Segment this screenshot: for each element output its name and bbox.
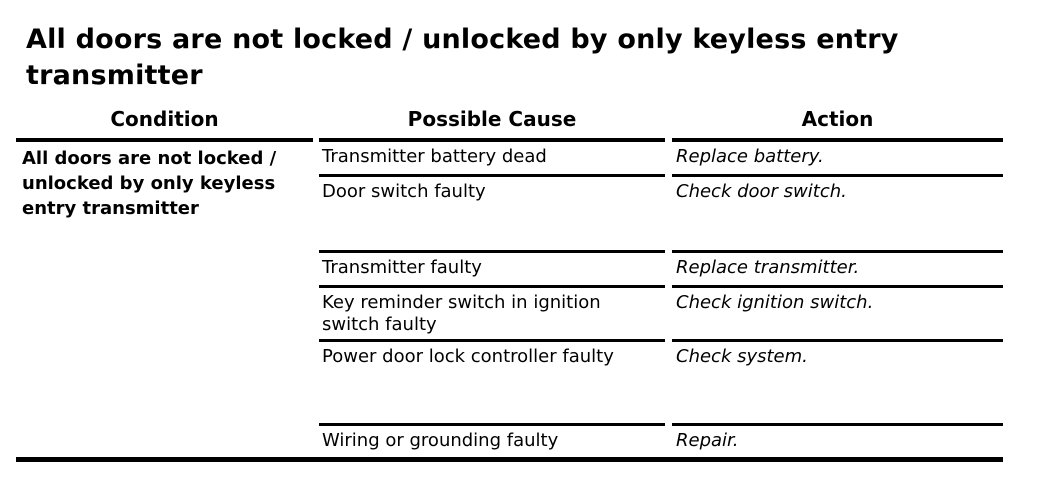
column-header-condition: Condition (16, 104, 313, 142)
action-cell: Check door switch. (672, 177, 1003, 253)
cause-cell: Transmitter faulty (319, 253, 665, 288)
action-cell: Replace transmitter. (672, 253, 1003, 288)
action-cell: Repair. (676, 430, 739, 451)
action-cell: Check ignition switch. (672, 288, 1003, 342)
cause-cell: Transmitter battery dead (319, 142, 665, 177)
column-header-possible-cause: Possible Cause (319, 104, 665, 142)
column-header-action: Action (672, 104, 1003, 142)
page-title: All doors are not locked / unlocked by o… (26, 24, 899, 92)
cause-cell: Wiring or grounding faulty (322, 430, 559, 451)
cause-cell: Door switch faulty (319, 177, 665, 253)
action-cell: Replace battery. (672, 142, 1003, 177)
cause-cell: Power door lock controller faulty (319, 342, 665, 426)
cause-cell: Key reminder switch in ignition switch f… (319, 288, 665, 342)
condition-cell: All doors are not locked / unlocked by o… (22, 148, 277, 219)
troubleshooting-table: Condition Possible Cause Action All door… (16, 104, 1003, 462)
action-cell: Check system. (672, 342, 1003, 426)
